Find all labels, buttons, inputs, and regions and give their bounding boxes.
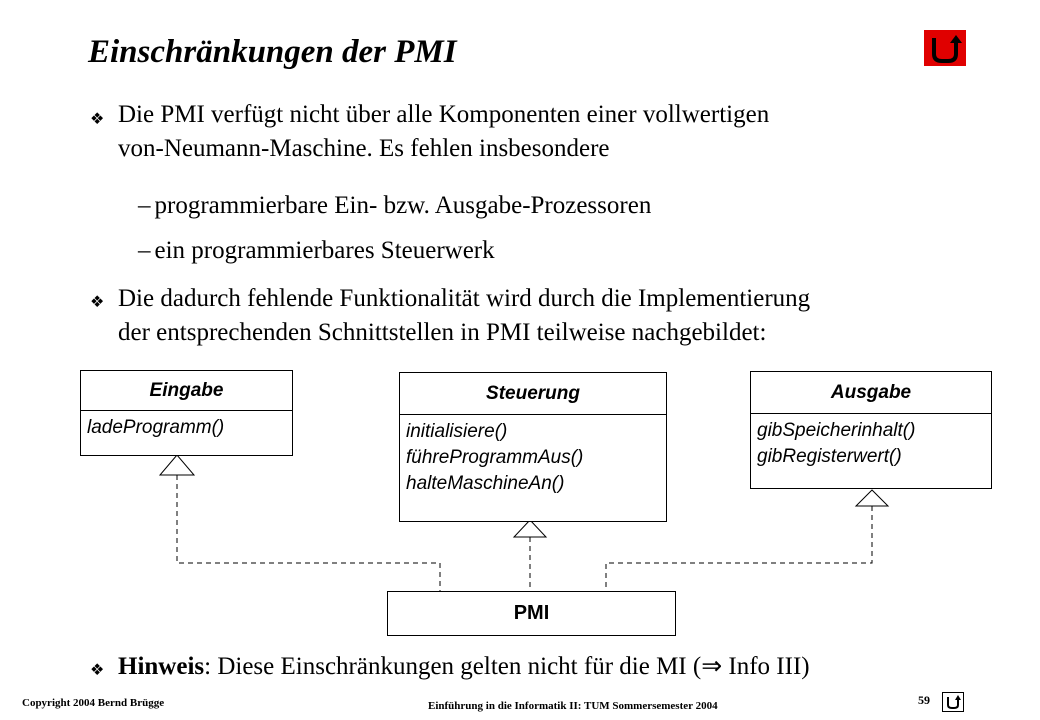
diamond-bullet-icon: ❖ [90,292,105,311]
sub-item-1-text: programmierbare Ein- bzw. Ausgabe-Prozes… [154,192,652,219]
sub-item-2-text: ein programmierbares Steuerwerk [154,237,495,264]
operation: halteMaschineAn() [406,473,565,494]
operation: gibSpeicherinhalt() [757,420,916,441]
operation: führeProgrammAus() [406,447,584,468]
operation: gibRegisterwert() [757,446,902,467]
bullet-text-1: Die PMI verfügt nicht über alle Komponen… [118,98,769,166]
class-steuerung-ops: initialisiere() führeProgrammAus() halte… [399,414,667,522]
sub-item-1: –programmierbare Ein- bzw. Ausgabe-Proze… [138,189,651,223]
bullet-2-line-2: der entsprechenden Schnittstellen in PMI… [118,319,767,346]
page-number: 59 [918,693,930,707]
class-name: PMI [513,602,550,624]
footer-course: Einführung in die Informatik II: TUM Som… [428,700,718,712]
hint-label: Hinweis [118,653,205,680]
implies-arrow-icon: ⇒ [701,653,723,680]
dash-marker: – [138,237,151,264]
bullet-2-line-1: Die dadurch fehlende Funktionalität wird… [118,285,811,312]
diamond-bullet-icon: ❖ [90,660,105,679]
hint-body: : Diese Einschränkungen gelten nicht für… [204,653,702,680]
hint-text: Hinweis: Diese Einschränkungen gelten ni… [118,650,810,684]
class-eingabe-ops: ladeProgramm() [80,410,293,456]
class-eingabe-header: Eingabe [80,370,293,412]
class-name: Eingabe [149,380,224,401]
class-ausgabe-header: Ausgabe [750,371,992,415]
operation: initialisiere() [406,421,508,442]
bullet-text-2: Die dadurch fehlende Funktionalität wird… [118,282,810,350]
class-name: Steuerung [486,383,580,404]
bullet-1-line-1: Die PMI verfügt nicht über alle Komponen… [118,101,770,128]
slide-title: Einschränkungen der PMI [88,34,457,70]
class-pmi: PMI [387,591,676,636]
class-name: Ausgabe [830,382,912,403]
class-ausgabe-ops: gibSpeicherinhalt() gibRegisterwert() [750,413,992,489]
hint-suffix: Info III) [722,653,810,680]
dash-marker: – [138,192,151,219]
bullet-1-line-2: von-Neumann-Maschine. Es fehlen insbeson… [118,135,610,162]
sub-item-2: –ein programmierbares Steuerwerk [138,234,495,268]
diamond-bullet-icon: ❖ [90,109,105,128]
u-turn-arrow-icon[interactable] [924,30,966,66]
u-turn-arrow-icon[interactable] [942,692,964,712]
operation-list: gibSpeicherinhalt() gibRegisterwert() [751,414,991,474]
footer-copyright: Copyright 2004 Bernd Brügge [22,697,165,709]
class-steuerung-header: Steuerung [399,372,667,416]
operation: ladeProgramm() [87,417,225,438]
operation-list: initialisiere() führeProgrammAus() halte… [400,415,666,501]
